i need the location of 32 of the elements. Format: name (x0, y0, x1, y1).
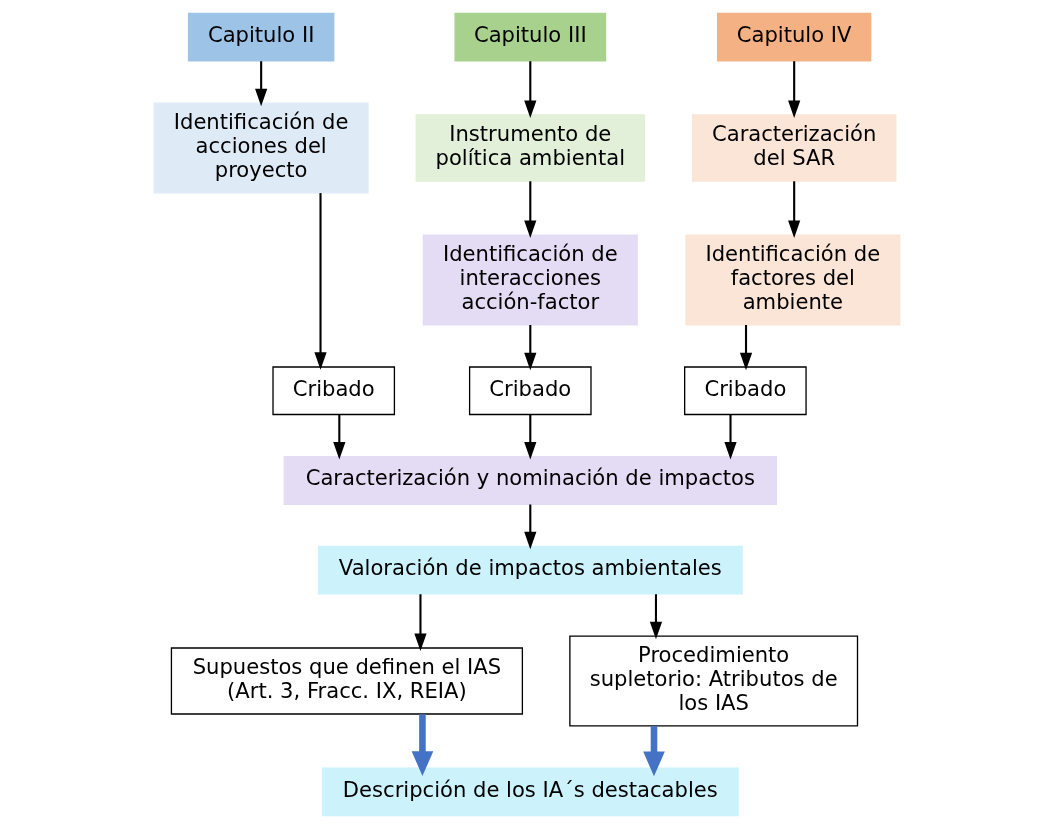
node-box: Instrumento de política ambiental (415, 114, 645, 182)
arrow (411, 714, 433, 776)
arrow (313, 193, 327, 370)
node-box: Caracterización y nominación de impactos (283, 456, 777, 505)
node-box: Capitulo II (187, 12, 334, 62)
node-box: Cribado (271, 366, 395, 416)
node-box: Supuestos que definen el IAS (Art. 3, Fracc. IX, REIA) (170, 647, 523, 715)
node-box: Cribado (683, 366, 807, 416)
node-box: Capitulo III (453, 12, 606, 62)
arrow (787, 181, 800, 238)
node-box: Identificación de factores del ambiente (684, 234, 900, 326)
node-box: Identificación de interacciones acción-factor (422, 234, 638, 326)
node-box: Valoración de impactos ambientales (317, 545, 743, 595)
arrow (523, 61, 536, 118)
arrow (254, 61, 267, 107)
arrow (523, 181, 536, 238)
node-box: Cribado (468, 366, 592, 416)
arrow (332, 414, 345, 460)
node-box: Descripción de los IA´s destacables (321, 767, 739, 817)
arrow (787, 61, 800, 118)
node-box: Procedimiento supletorio: Atributos de los IAS (568, 635, 858, 727)
arrow (523, 325, 536, 371)
arrow (723, 414, 737, 460)
arrow (649, 594, 662, 640)
node-box: Caracterización del SAR (691, 114, 896, 182)
arrow (739, 325, 752, 371)
arrow (642, 726, 665, 777)
node-box: Capitulo IV (716, 12, 871, 62)
arrow (523, 414, 536, 460)
arrow (523, 504, 536, 550)
arrow (413, 594, 427, 651)
node-box: Identificación de acciones del proyecto (153, 102, 369, 194)
